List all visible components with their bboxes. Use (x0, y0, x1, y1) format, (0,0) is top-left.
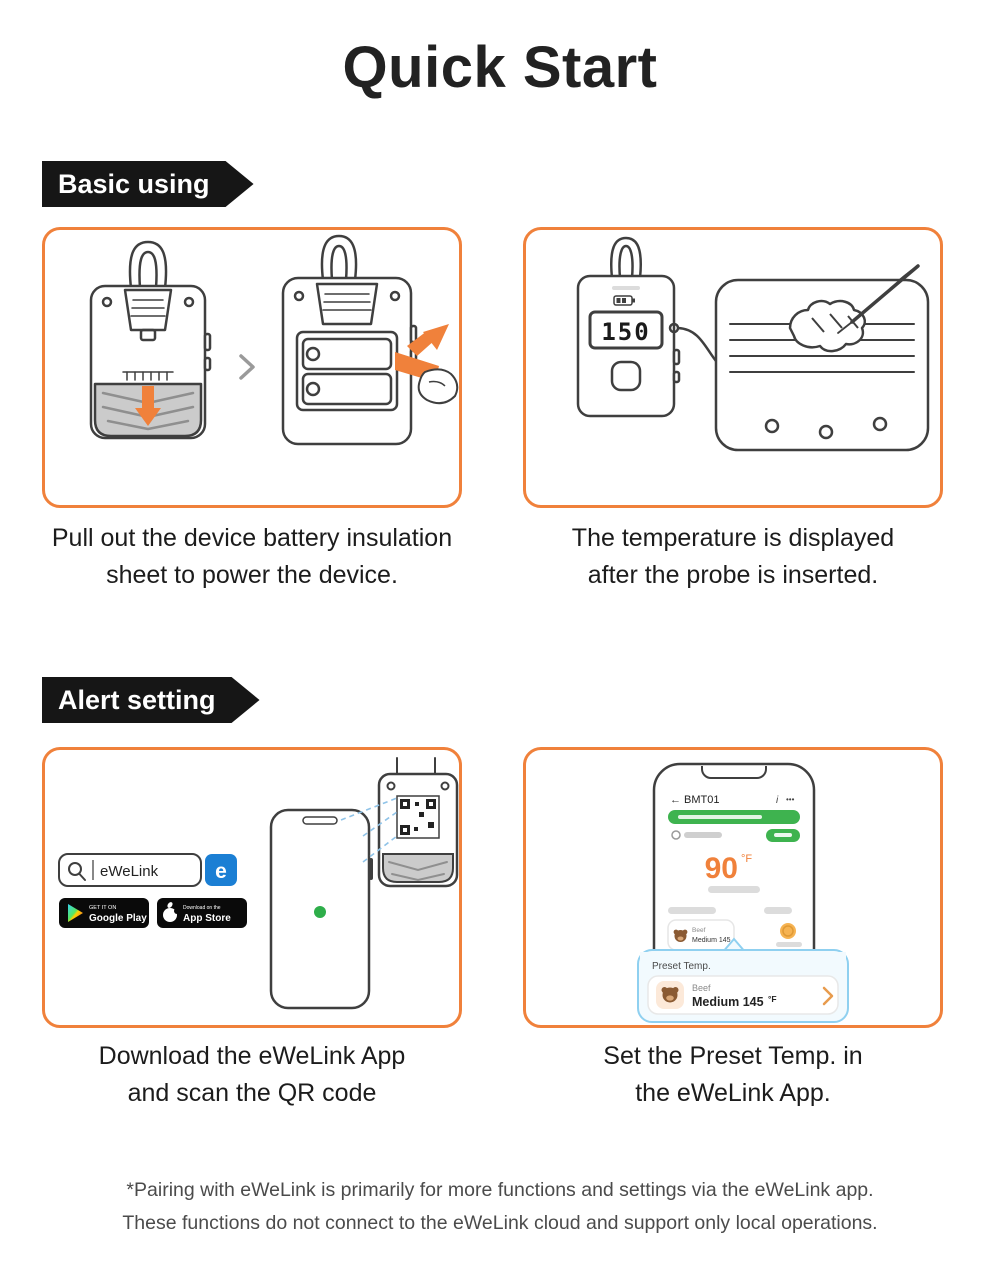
scan-dot (314, 906, 326, 918)
app-device-name: BMT01 (684, 794, 719, 806)
basic-using-panels: 150 (42, 227, 943, 508)
caption-battery-insulation: Pull out the device battery insulation s… (42, 520, 462, 594)
google-play-icon (68, 904, 83, 922)
device-temp-readout: 150 (601, 318, 650, 346)
preset-mini-card: Beef Medium 145 (667, 919, 735, 951)
app-store-small-text: Download on the (183, 905, 221, 911)
device-back-open (281, 234, 418, 446)
alert-setting-captions: Download the eWeLink App and scan the QR… (42, 1038, 943, 1112)
preset-temp-illustration: ← BMT01 i ••• 90 °F (637, 762, 849, 1023)
popup-unit: °F (768, 994, 777, 1004)
search-query-text: eWeLink (100, 863, 159, 880)
caption-temperature-display: The temperature is displayed after the p… (523, 520, 943, 594)
device-with-qr (377, 757, 459, 888)
app-store-text: App Store (183, 913, 231, 924)
caption-download-scan: Download the eWeLink App and scan the QR… (42, 1038, 462, 1112)
google-play-badge: GET IT ON Google Play (59, 898, 149, 928)
caption-line: Set the Preset Temp. in (603, 1042, 863, 1070)
bear-icon (673, 929, 688, 942)
ewelink-logo: e (205, 854, 237, 886)
next-chevron-icon (239, 354, 255, 380)
caption-line: after the probe is inserted. (587, 561, 879, 589)
caption-line: sheet to power the device. (106, 561, 398, 589)
timer-section-label-skeleton (764, 907, 792, 914)
pull-out-arrow-icon (407, 324, 449, 356)
current-temp-value: 90 (705, 852, 738, 885)
caption-line: Pull out the device battery insulation (51, 524, 453, 552)
app-store-badge: Download on the App Store (157, 898, 247, 928)
popup-chevron-icon (822, 986, 834, 1006)
scan-beam-lines (340, 797, 398, 863)
caption-preset-temp: Set the Preset Temp. in the eWeLink App. (523, 1038, 943, 1112)
footnote-line: *Pairing with eWeLink is primarily for m… (126, 1179, 874, 1201)
mini-card-level: Medium 145 (692, 937, 731, 944)
probe-needle (837, 264, 920, 334)
section-banner-basic-using: Basic using (42, 161, 254, 207)
caption-line: the eWeLink App. (635, 1079, 831, 1107)
temperature-display-illustration: 150 (576, 236, 930, 452)
caption-line: The temperature is displayed (571, 524, 895, 552)
steak (788, 299, 866, 353)
preset-section-label-skeleton (668, 907, 716, 914)
popup-title: Preset Temp. (652, 961, 711, 972)
alert-setting-panels: eWeLink e GET IT ON Google Play Downloa (42, 747, 943, 1028)
popup-food: Beef (692, 983, 711, 993)
timer-mini-card (776, 923, 802, 947)
page-title: Quick Start (342, 35, 658, 100)
current-temp-label-skeleton (708, 886, 760, 893)
bear-icon-large (656, 981, 684, 1009)
google-play-text: Google Play (89, 913, 147, 924)
mini-card-food: Beef (692, 927, 706, 934)
info-icon: i (776, 795, 779, 806)
connection-banner (668, 810, 800, 824)
download-scan-illustration: eWeLink e GET IT ON Google Play Downloa (58, 757, 459, 1010)
hand (417, 368, 459, 405)
caption-line: and scan the QR code (127, 1079, 377, 1107)
panel-battery-insulation (42, 227, 462, 508)
footnote: *Pairing with eWeLink is primarily for m… (0, 1174, 1000, 1240)
back-arrow-icon: ← (670, 794, 681, 806)
thermometer-device-front (576, 236, 681, 418)
panel-preset-temp: ← BMT01 i ••• 90 °F (523, 747, 943, 1028)
preset-popup: Preset Temp. Beef Medium 145 °F (637, 937, 849, 1023)
battery-insulation-illustration (89, 234, 459, 446)
search-icon (68, 862, 86, 881)
apple-icon (163, 902, 180, 922)
current-temp-unit: °F (741, 853, 752, 865)
caption-line: Download the eWeLink App (98, 1042, 406, 1070)
panel-download-scan: eWeLink e GET IT ON Google Play Downloa (42, 747, 462, 1028)
qr-code (400, 799, 436, 835)
ewelink-search-bar: eWeLink (58, 853, 202, 887)
ewelink-logo-letter: e (215, 860, 227, 883)
pull-down-arrow-icon (135, 386, 161, 426)
more-icon: ••• (786, 795, 795, 804)
section-banner-alert-setting: Alert setting (42, 677, 260, 723)
status-row (671, 829, 800, 842)
google-play-small-text: GET IT ON (89, 905, 116, 911)
panel-temperature-display: 150 (523, 227, 943, 508)
basic-using-captions: Pull out the device battery insulation s… (42, 520, 943, 594)
footnote-line: These functions do not connect to the eW… (122, 1212, 878, 1234)
popup-level: Medium 145 (692, 995, 764, 1009)
